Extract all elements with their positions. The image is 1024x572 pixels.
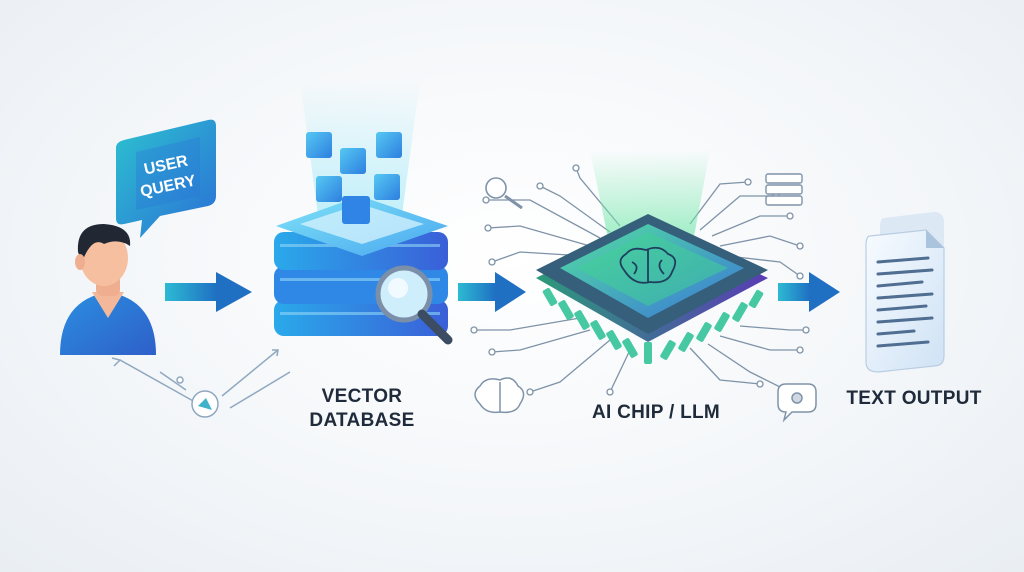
circuit-traces bbox=[474, 167, 806, 393]
user-avatar-icon bbox=[60, 224, 156, 355]
arrow-db-to-chip bbox=[458, 272, 526, 312]
server-list-icon bbox=[765, 173, 803, 206]
vector-label-line2: DATABASE bbox=[309, 410, 415, 431]
search-icon bbox=[485, 177, 523, 210]
arrow-user-to-db bbox=[165, 272, 252, 312]
user-query-bubble: USER QUERY bbox=[116, 119, 216, 238]
text-output-label: TEXT OUTPUT bbox=[846, 388, 982, 409]
brain-icon bbox=[474, 377, 525, 414]
arrow-chip-to-output bbox=[778, 272, 840, 312]
document-icon bbox=[865, 212, 945, 373]
vector-database-label: VECTOR DATABASE bbox=[292, 385, 432, 433]
ai-chip-icon bbox=[536, 214, 768, 364]
vector-label-line1: VECTOR bbox=[321, 386, 403, 407]
magnifier-icon bbox=[375, 265, 453, 345]
chat-icon bbox=[777, 383, 817, 423]
ai-chip-label: AI CHIP / LLM bbox=[591, 402, 721, 423]
trace-nodes bbox=[470, 164, 810, 396]
feedback-lines bbox=[111, 349, 291, 418]
vector-cubes bbox=[306, 132, 402, 224]
